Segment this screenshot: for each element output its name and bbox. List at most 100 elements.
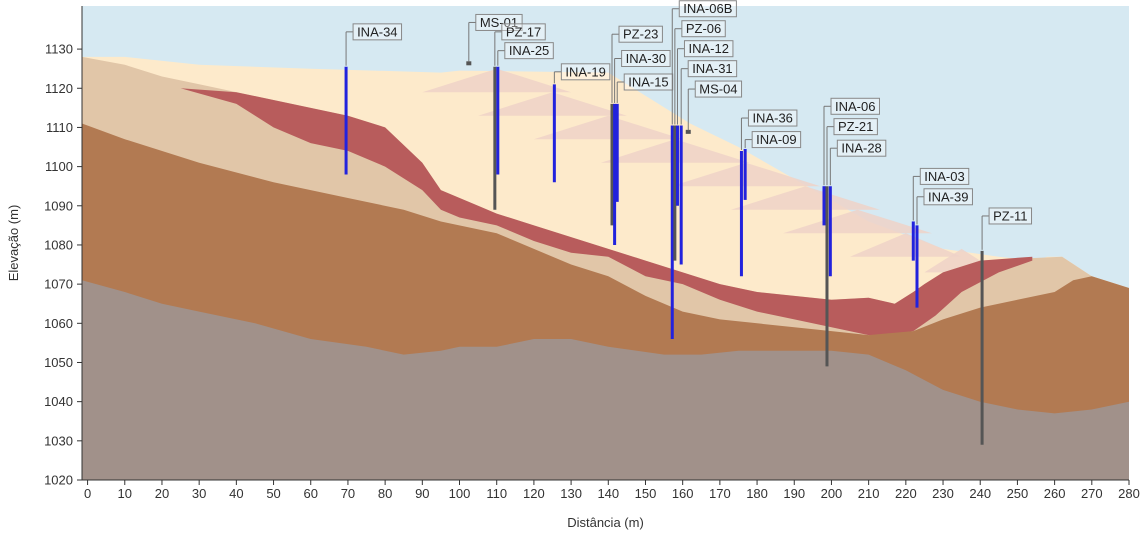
- instrument-label-box: [747, 109, 798, 127]
- y-tick-label: 1080: [44, 237, 73, 252]
- y-tick-label: 1110: [46, 120, 73, 135]
- y-tick-label: 1020: [44, 473, 73, 488]
- x-tick-label: 60: [304, 486, 318, 501]
- x-tick-label: 220: [895, 486, 917, 501]
- instrument-ina-39: INA-39: [915, 188, 973, 308]
- instrument-label-box: [560, 63, 611, 81]
- y-axis-label: Elevação (m): [6, 205, 21, 282]
- x-tick-label: 110: [486, 486, 507, 501]
- x-tick-label: 80: [378, 486, 392, 501]
- instrument-ina-15: INA-15: [615, 73, 674, 202]
- instrument-label-box: [501, 23, 546, 41]
- instrument-ina-19: INA-19: [552, 63, 611, 183]
- instrument-label: PZ-21: [838, 119, 873, 134]
- x-tick-label: 20: [155, 486, 169, 501]
- instrument-label: PZ-23: [623, 27, 658, 42]
- x-tick-label: 70: [341, 486, 355, 501]
- instrument-label: MS-01: [480, 15, 518, 30]
- y-tick-label: 1100: [45, 159, 73, 174]
- x-tick-label: 280: [1118, 486, 1140, 501]
- instrument-label-box: [988, 207, 1033, 225]
- y-tick-label: 1120: [45, 81, 73, 96]
- instrument-pz-17: PZ-17: [493, 23, 546, 210]
- x-tick-label: 10: [118, 486, 132, 501]
- dam-raise-8: [850, 233, 962, 257]
- x-tick-label: 40: [229, 486, 243, 501]
- instrument-label-box: [352, 23, 403, 41]
- dam-raise-3: [533, 115, 683, 140]
- instrument-ms-01: MS-01: [466, 13, 523, 66]
- instrument-ina-06b: INA-06B: [670, 0, 737, 339]
- x-tick-label: 150: [635, 486, 657, 501]
- instrument-label-box: [504, 42, 554, 60]
- instrument-label-box: [687, 60, 738, 78]
- instrument-ina-09: INA-09: [743, 131, 802, 200]
- dam-raise-7: [783, 209, 932, 234]
- instrument-label-box: [621, 49, 671, 67]
- x-tick-label: 30: [192, 486, 206, 501]
- instrument-ina-36: INA-36: [739, 109, 798, 277]
- x-tick-label: 210: [858, 486, 880, 501]
- layer-clay: [180, 88, 1033, 336]
- instrument-label: INA-25: [509, 43, 549, 58]
- instrument-ina-34: INA-34: [344, 23, 403, 175]
- x-tick-label: 240: [969, 486, 991, 501]
- instrument-label-box: [681, 20, 726, 38]
- instrument-label: INA-19: [565, 64, 605, 79]
- instrument-pz-06: PZ-06: [673, 20, 726, 261]
- instrument-label-box: [919, 167, 970, 185]
- instrument-pz-23: PZ-23: [610, 25, 663, 226]
- x-tick-label: 230: [932, 486, 954, 501]
- instrument-label-box: [751, 131, 802, 149]
- instrument-label: PZ-11: [993, 208, 1027, 223]
- instrument-label: PZ-17: [506, 24, 541, 39]
- instrument-label: INA-06: [835, 99, 875, 114]
- instrument-label: INA-28: [841, 141, 881, 156]
- instrument-label-box: [833, 118, 878, 136]
- instrument-label: INA-06B: [683, 1, 732, 16]
- instrument-label: MS-04: [699, 82, 737, 97]
- instrument-ina-06: INA-06: [822, 97, 880, 226]
- x-tick-label: 50: [266, 486, 280, 501]
- y-tick-label: 1130: [45, 42, 73, 57]
- instrument-ina-31: INA-31: [679, 60, 738, 265]
- x-tick-label: 190: [783, 486, 805, 501]
- instrument-ms-04: MS-04: [685, 80, 743, 134]
- x-axis-label: Distância (m): [567, 515, 644, 530]
- x-tick-label: 90: [415, 486, 429, 501]
- instrument-ina-25: INA-25: [496, 42, 554, 175]
- x-tick-label: 0: [84, 486, 91, 501]
- x-tick-label: 100: [449, 486, 471, 501]
- layer-bedrock: [82, 280, 1129, 480]
- instrument-label: INA-03: [924, 169, 964, 184]
- instrument-label: INA-31: [692, 61, 732, 76]
- y-tick-label: 1030: [44, 433, 73, 448]
- instrument-label-box: [830, 97, 880, 115]
- instrument-label-box: [923, 188, 973, 206]
- x-tick-label: 130: [560, 486, 582, 501]
- instrument-label: INA-15: [628, 74, 668, 89]
- instrument-label-box: [836, 139, 887, 157]
- instrument-label-box: [475, 13, 523, 31]
- instrument-pz-21: PZ-21: [825, 118, 878, 367]
- instrument-label: INA-34: [357, 24, 397, 39]
- x-tick-label: 180: [746, 486, 768, 501]
- y-tick-label: 1050: [44, 355, 73, 370]
- x-tick-label: 120: [523, 486, 545, 501]
- x-tick-label: 250: [1007, 486, 1029, 501]
- x-tick-label: 170: [709, 486, 731, 501]
- x-tick-label: 140: [597, 486, 619, 501]
- instrument-label: INA-39: [928, 189, 968, 204]
- plot-area: [82, 6, 1129, 481]
- instrument-label-box: [683, 40, 734, 58]
- instrument-ina-30: INA-30: [613, 49, 671, 245]
- x-tick-label: 260: [1044, 486, 1066, 501]
- instrument-label: INA-12: [688, 41, 728, 56]
- instrument-ina-28: INA-28: [828, 139, 887, 277]
- instrument-ina-03: INA-03: [911, 167, 970, 261]
- instrument-label: INA-30: [626, 51, 666, 66]
- instrument-label-box: [618, 25, 663, 43]
- instrument-pz-11: PZ-11: [980, 207, 1033, 445]
